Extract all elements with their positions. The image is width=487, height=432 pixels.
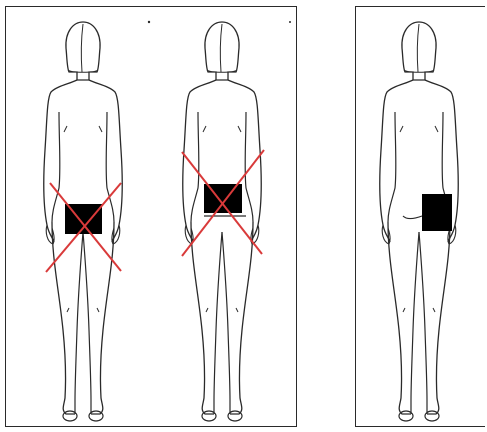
marker-line-3 (403, 216, 422, 219)
censor-box-3 (422, 194, 452, 231)
body-figure-2 (183, 22, 262, 421)
scan-dot-2 (289, 21, 291, 23)
scan-dot-1 (148, 21, 150, 23)
